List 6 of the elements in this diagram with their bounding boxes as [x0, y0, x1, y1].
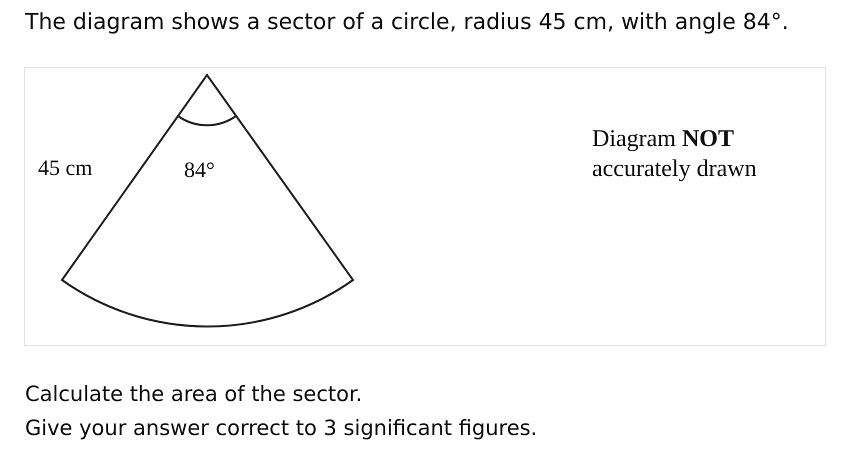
- instruction-text: Calculate the area of the sector.: [25, 382, 362, 406]
- title-text: The diagram shows a sector of a circle, radius 45 cm, with angle 84°.: [25, 10, 789, 35]
- angle-label: 84°: [184, 157, 215, 183]
- side-length-label: 45 cm: [38, 155, 92, 181]
- note-text: Diagram NOT accurately drawn: [592, 125, 758, 184]
- instruction-text: Give your answer correct to 3 significant figures.: [25, 416, 538, 440]
